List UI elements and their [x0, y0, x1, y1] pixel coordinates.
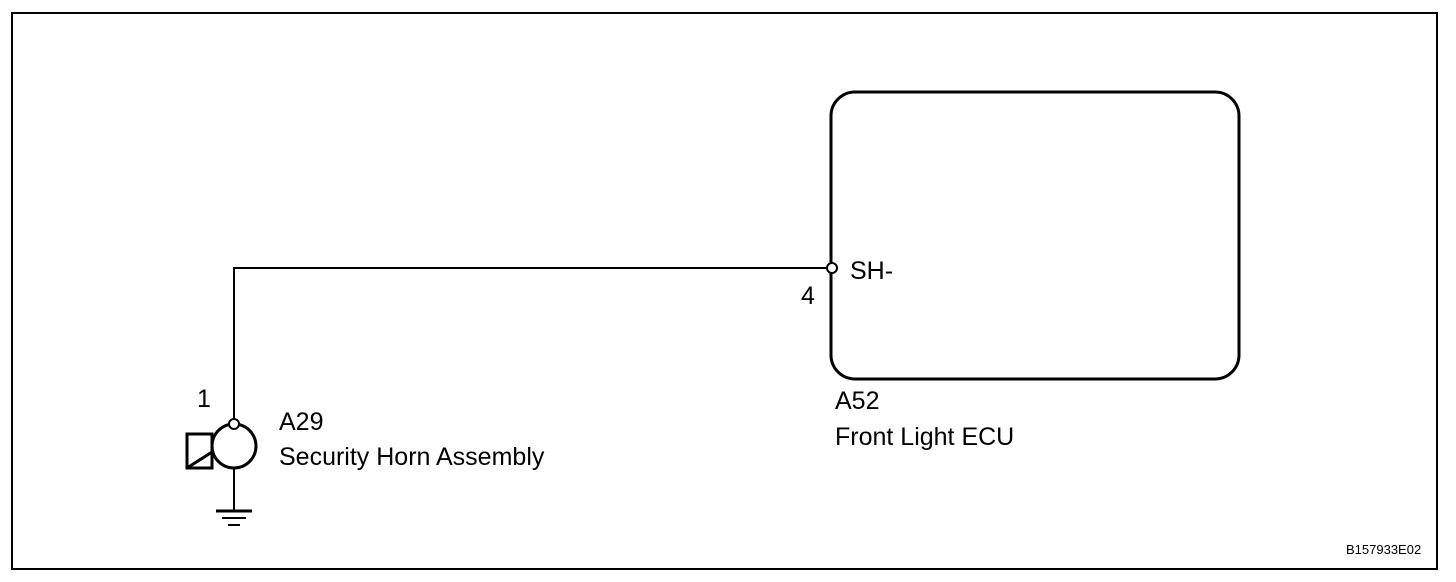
wire-sh	[233, 267, 826, 419]
diagram-frame	[11, 12, 1438, 570]
horn-icon	[185, 422, 258, 470]
ecu-name: Front Light ECU	[835, 423, 1015, 451]
ecu-box	[829, 90, 1241, 381]
horn-name: Security Horn Assembly	[279, 443, 545, 471]
horn-terminal-connector	[228, 418, 240, 430]
ecu-terminal-connector	[826, 262, 838, 274]
ecu-code: A52	[835, 387, 880, 415]
horn-code: A29	[279, 408, 324, 436]
figure-id: B157933E02	[1346, 542, 1422, 557]
ecu-pin-number: 4	[801, 282, 815, 310]
ground-icon	[216, 509, 252, 526]
ecu-terminal-label: SH-	[850, 257, 894, 285]
horn-pin-number: 1	[197, 385, 211, 413]
